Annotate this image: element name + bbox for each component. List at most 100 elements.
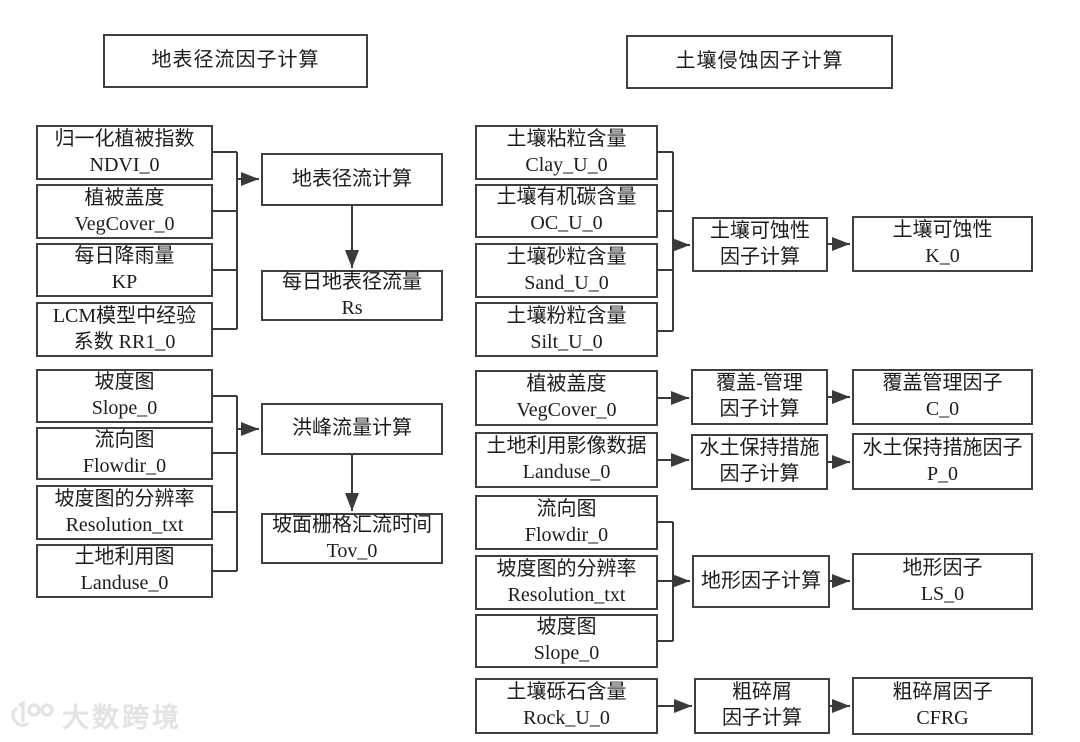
watermark: 大数跨境 — [10, 696, 182, 735]
box-code: Slope_0 — [91, 397, 158, 419]
input-vegcover-left: 植被盖度 VegCover_0 — [36, 184, 213, 239]
box-label: 地形因子 — [902, 556, 983, 579]
box-code: Rock_U_0 — [523, 707, 610, 729]
box-label: 植被盖度 — [526, 373, 607, 396]
input-clay: 土壤粘粒含量 Clay_U_0 — [475, 125, 658, 180]
input-sand: 土壤砂粒含量 Sand_U_0 — [475, 243, 658, 298]
box-code: P_0 — [926, 462, 959, 485]
output-k: 土壤可蚀性 K_0 — [852, 216, 1033, 272]
left-section-title: 地表径流因子计算 — [103, 34, 368, 88]
box-label: 覆盖管理因子 — [882, 372, 1003, 395]
process-topographic-factor: 地形因子计算 — [692, 555, 830, 608]
box-code: KP — [111, 271, 138, 293]
box-label: 坡度图的分辨率 — [54, 487, 195, 510]
process-coarse-fragment: 粗碎屑 因子计算 — [694, 678, 830, 734]
box-label: 土地利用图 — [74, 546, 175, 569]
box-code: K_0 — [925, 245, 960, 267]
box-code: VegCover_0 — [74, 212, 175, 235]
box-label: 坡度图 — [94, 371, 155, 394]
input-flowdir-left: 流向图 Flowdir_0 — [36, 427, 213, 480]
box-label: 因子计算 — [720, 245, 800, 268]
box-code: Slope_0 — [533, 642, 600, 664]
box-label: LCM模型中经验 — [52, 304, 197, 327]
box-label: 水土保持措施因子 — [862, 436, 1023, 459]
input-landuse-right: 土地利用影像数据 Landuse_0 — [475, 432, 658, 488]
box-code: Landuse_0 — [522, 461, 611, 483]
box-label: 覆盖-管理 — [716, 372, 803, 395]
box-label: 坡度图 — [536, 616, 597, 639]
box-label: 土壤粉粒含量 — [506, 304, 627, 327]
box-label: 每日地表径流量 — [282, 270, 422, 293]
box-label: 土地利用影像数据 — [486, 435, 647, 458]
process-conservation-practice: 水土保持措施 因子计算 — [691, 434, 828, 490]
box-code: Sand_U_0 — [524, 271, 609, 294]
input-resolution-right: 坡度图的分辨率 Resolution_txt — [475, 555, 658, 610]
box-label: 每日降雨量 — [74, 245, 175, 268]
right-section-title: 土壤侵蚀因子计算 — [626, 35, 893, 89]
box-label: 水土保持措施 — [699, 437, 820, 460]
input-oc: 土壤有机碳含量 OC_U_0 — [475, 184, 658, 238]
box-label: 因子计算 — [719, 463, 800, 485]
box-label: 流向图 — [536, 497, 597, 520]
process-cover-management: 覆盖-管理 因子计算 — [691, 369, 828, 425]
box-code: Flowdir_0 — [524, 523, 609, 546]
box-label: 植被盖度 — [84, 186, 165, 209]
box-label: 归一化植被指数 — [54, 127, 195, 150]
box-label: 土壤砂粒含量 — [506, 245, 627, 268]
box-label: 土壤有机碳含量 — [496, 186, 637, 209]
box-label: 地形因子计算 — [701, 569, 821, 592]
input-resolution-left: 坡度图的分辨率 Resolution_txt — [36, 485, 213, 540]
box-label: 地表径流计算 — [292, 167, 412, 190]
box-code: C_0 — [925, 398, 960, 420]
output-ls: 地形因子 LS_0 — [852, 553, 1033, 610]
output-tov: 坡面栅格汇流时间 Tov_0 — [261, 513, 443, 564]
output-c: 覆盖管理因子 C_0 — [852, 369, 1033, 425]
box-code: Clay_U_0 — [525, 153, 608, 176]
watermark-text: 大数跨境 — [62, 703, 182, 733]
box-label: 土壤可蚀性 — [710, 219, 810, 242]
input-rr1: LCM模型中经验 系数 RR1_0 — [36, 302, 213, 357]
box-label: 因子计算 — [722, 707, 802, 729]
box-label: 土壤可蚀性 — [892, 219, 993, 242]
output-p: 水土保持措施因子 P_0 — [852, 433, 1033, 490]
box-label: 土壤砾石含量 — [506, 681, 627, 704]
box-code: OC_U_0 — [530, 212, 603, 234]
input-vegcover-right: 植被盖度 VegCover_0 — [475, 370, 658, 426]
title-text: 土壤侵蚀因子计算 — [675, 50, 844, 73]
box-code: Resolution_txt — [65, 513, 184, 536]
box-label: 坡面栅格汇流时间 — [272, 513, 432, 536]
box-code: Rs — [341, 296, 363, 319]
input-ndvi: 归一化植被指数 NDVI_0 — [36, 125, 213, 180]
input-landuse-left: 土地利用图 Landuse_0 — [36, 544, 213, 598]
output-rs: 每日地表径流量 Rs — [261, 270, 443, 321]
input-rock: 土壤砾石含量 Rock_U_0 — [475, 678, 658, 734]
box-label: 粗碎屑因子 — [892, 681, 993, 704]
input-slope-right: 坡度图 Slope_0 — [475, 614, 658, 668]
process-soil-erodibility: 土壤可蚀性 因子计算 — [692, 217, 828, 272]
box-code: LS_0 — [920, 582, 965, 605]
box-code: Tov_0 — [326, 539, 378, 562]
box-code: Flowdir_0 — [82, 454, 167, 477]
input-slope-left: 坡度图 Slope_0 — [36, 369, 213, 423]
box-code: Resolution_txt — [507, 583, 626, 606]
output-cfrg: 粗碎屑因子 CFRG — [852, 677, 1033, 735]
box-code: NDVI_0 — [89, 153, 160, 176]
box-code: VegCover_0 — [516, 399, 617, 421]
box-label: 土壤粘粒含量 — [506, 127, 627, 150]
input-flowdir-right: 流向图 Flowdir_0 — [475, 495, 658, 550]
process-peak-flow: 洪峰流量计算 — [261, 403, 443, 455]
box-label: 流向图 — [94, 428, 155, 451]
box-label: 因子计算 — [719, 398, 800, 420]
box-code: 系数 RR1_0 — [73, 330, 176, 353]
input-silt: 土壤粉粒含量 Silt_U_0 — [475, 302, 658, 357]
box-label: 坡度图的分辨率 — [496, 557, 637, 580]
input-kp: 每日降雨量 KP — [36, 243, 213, 297]
box-code: CFRG — [916, 707, 969, 729]
process-surface-runoff: 地表径流计算 — [261, 153, 443, 206]
box-code: Silt_U_0 — [530, 330, 603, 353]
box-label: 洪峰流量计算 — [292, 417, 412, 440]
title-text: 地表径流因子计算 — [151, 49, 320, 72]
box-label: 粗碎屑 — [732, 681, 792, 704]
